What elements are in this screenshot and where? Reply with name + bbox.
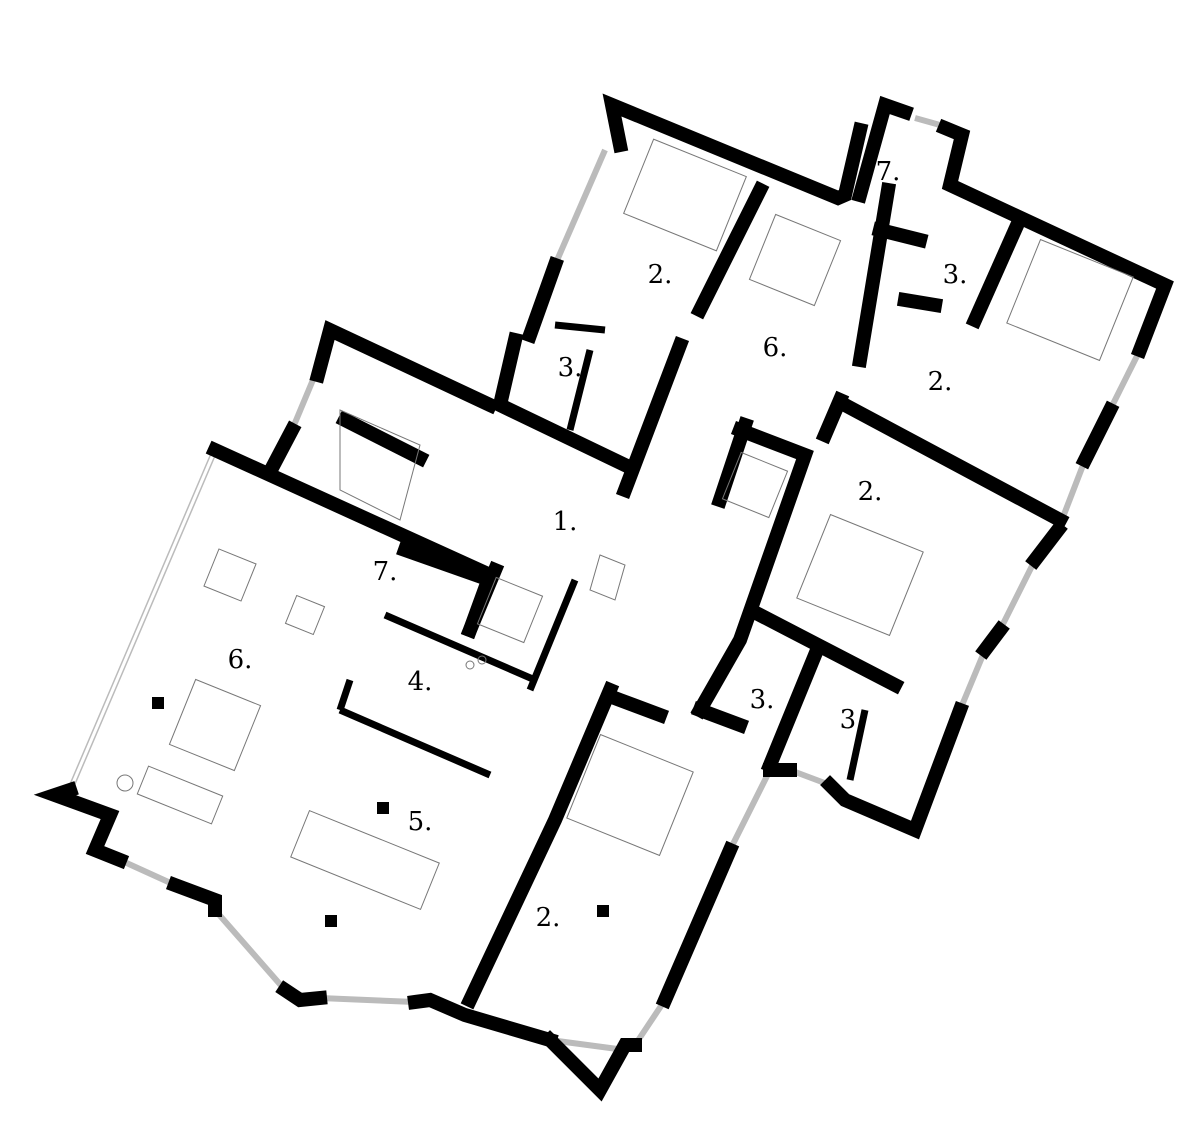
room-label-wc-top: 7.	[875, 157, 901, 187]
room-label-bedroom-top-left: 2.	[647, 260, 673, 290]
room-label-dining: 5.	[407, 807, 433, 837]
room-label-living-main: 6.	[227, 645, 253, 675]
windows	[67, 115, 1143, 1053]
room-label-kitchen: 4.	[407, 667, 433, 697]
furniture	[116, 138, 1134, 911]
room-label-entrance: 1.	[552, 507, 578, 537]
room-label-wc-left: 7.	[372, 557, 398, 587]
room-label-bedroom-right: 2.	[857, 477, 883, 507]
room-label-bath-top-left: 3.	[557, 353, 583, 383]
columns	[152, 697, 609, 927]
room-label-bath-mid-left: 3.	[749, 685, 775, 715]
room-label-bedroom-top-right: 2.	[927, 367, 953, 397]
room-label-bedroom-bottom: 2.	[535, 903, 561, 933]
room-label-bath-top-right: 3.	[942, 260, 968, 290]
room-label-bath-mid-right: 3.	[839, 705, 865, 735]
walls	[33, 93, 1174, 1102]
room-label-living-upper: 6.	[762, 333, 788, 363]
